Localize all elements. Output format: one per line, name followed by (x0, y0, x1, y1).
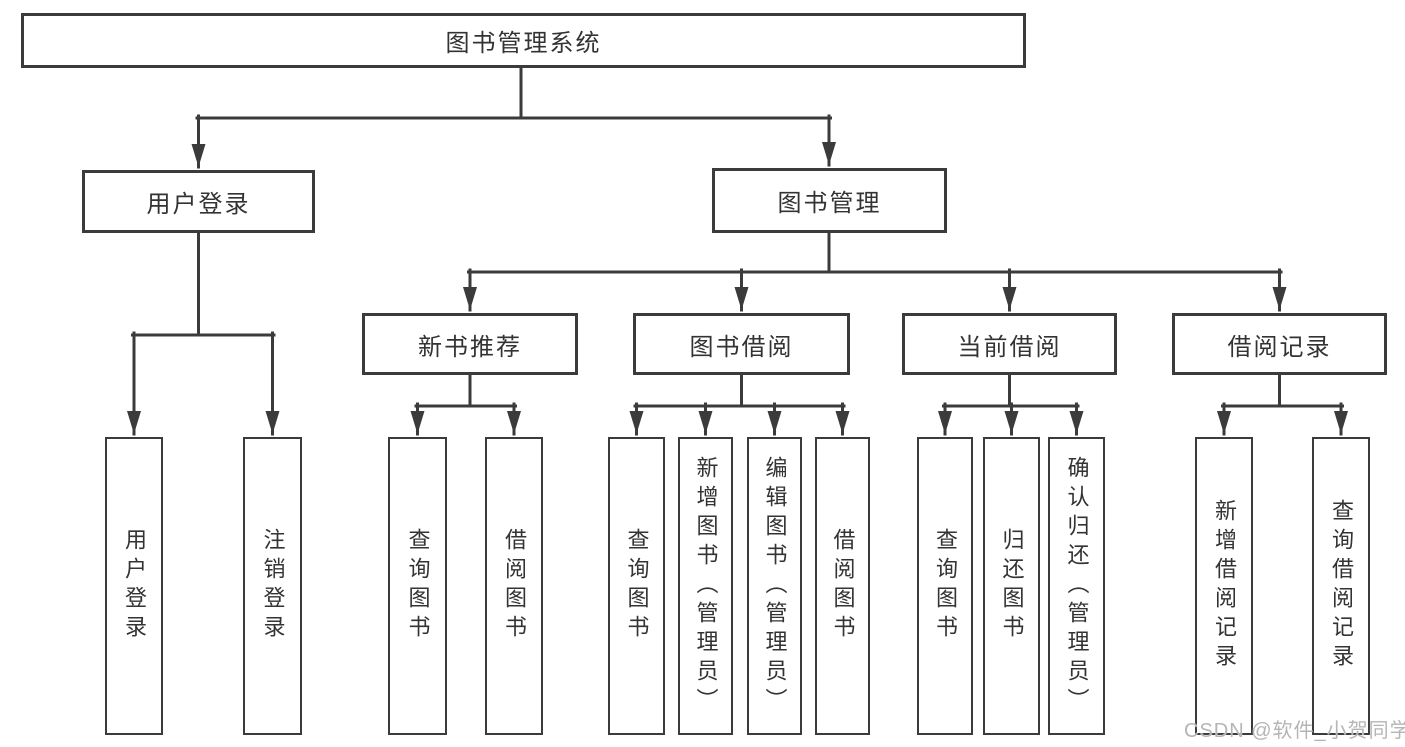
leaf-add-book-admin-label: 新增图书（管理员） (693, 455, 719, 717)
node-current-borrow: 当前借阅 (902, 313, 1117, 375)
leaf-user-login-label: 用户登录 (122, 528, 147, 644)
leaf-logout: 注销登录 (243, 437, 302, 735)
leaf-borrow-books-recommend: 借阅图书 (485, 437, 543, 735)
edges-book-borrow (629, 371, 850, 436)
leaf-query-borrow-record: 查询借阅记录 (1312, 437, 1370, 735)
node-book-management-label: 图书管理 (777, 190, 882, 217)
node-user-login-label: 用户登录 (146, 191, 251, 218)
leaf-query-books-current-label: 查询图书 (933, 528, 958, 644)
leaf-add-book-admin: 新增图书（管理员） (678, 437, 733, 735)
node-user-login: 用户登录 (82, 170, 315, 233)
edges-book-management (463, 229, 1287, 312)
leaf-add-borrow-record: 新增借阅记录 (1195, 437, 1253, 735)
node-book-management: 图书管理 (712, 168, 947, 233)
node-new-book-recommend: 新书推荐 (362, 313, 578, 375)
edges-root (191, 64, 836, 169)
leaf-edit-book-admin-label: 编辑图书（管理员） (762, 455, 788, 717)
node-book-borrow: 图书借阅 (633, 313, 850, 375)
node-current-borrow-label: 当前借阅 (957, 333, 1062, 361)
watermark: CSDN @软件_小贺同学 (1184, 720, 1405, 742)
edges-current-borrow (938, 371, 1084, 436)
edges-new-book-recommend (410, 371, 521, 436)
node-book-borrow-label: 图书借阅 (689, 333, 794, 361)
leaf-user-login: 用户登录 (105, 437, 163, 735)
leaf-borrow-books-label: 借阅图书 (830, 528, 856, 644)
node-new-book-recommend-label: 新书推荐 (418, 333, 522, 361)
node-borrow-records: 借阅记录 (1172, 313, 1387, 375)
edges-borrow-records (1217, 371, 1348, 436)
leaf-query-books-current: 查询图书 (917, 437, 973, 735)
leaf-query-books-recommend: 查询图书 (388, 437, 447, 735)
leaf-confirm-return-admin: 确认归还（管理员） (1048, 437, 1105, 735)
leaf-query-books-recommend-label: 查询图书 (405, 528, 431, 644)
node-borrow-records-label: 借阅记录 (1227, 333, 1332, 361)
leaf-logout-label: 注销登录 (260, 528, 286, 644)
leaf-return-book-label: 归还图书 (999, 528, 1025, 644)
leaf-confirm-return-admin-label: 确认归还（管理员） (1064, 455, 1090, 717)
leaf-borrow-books: 借阅图书 (815, 437, 870, 735)
leaf-borrow-books-recommend-label: 借阅图书 (502, 528, 527, 644)
leaf-add-borrow-record-label: 新增借阅记录 (1212, 499, 1237, 673)
leaf-query-books-borrow-label: 查询图书 (624, 528, 650, 644)
node-library-system-label: 图书管理系统 (445, 30, 602, 57)
leaf-return-book: 归还图书 (983, 437, 1040, 735)
leaf-edit-book-admin: 编辑图书（管理员） (747, 437, 802, 735)
leaf-query-borrow-record-label: 查询借阅记录 (1329, 499, 1354, 673)
edges-user-login (127, 229, 280, 436)
node-library-system: 图书管理系统 (21, 13, 1026, 68)
leaf-query-books-borrow: 查询图书 (608, 437, 665, 735)
